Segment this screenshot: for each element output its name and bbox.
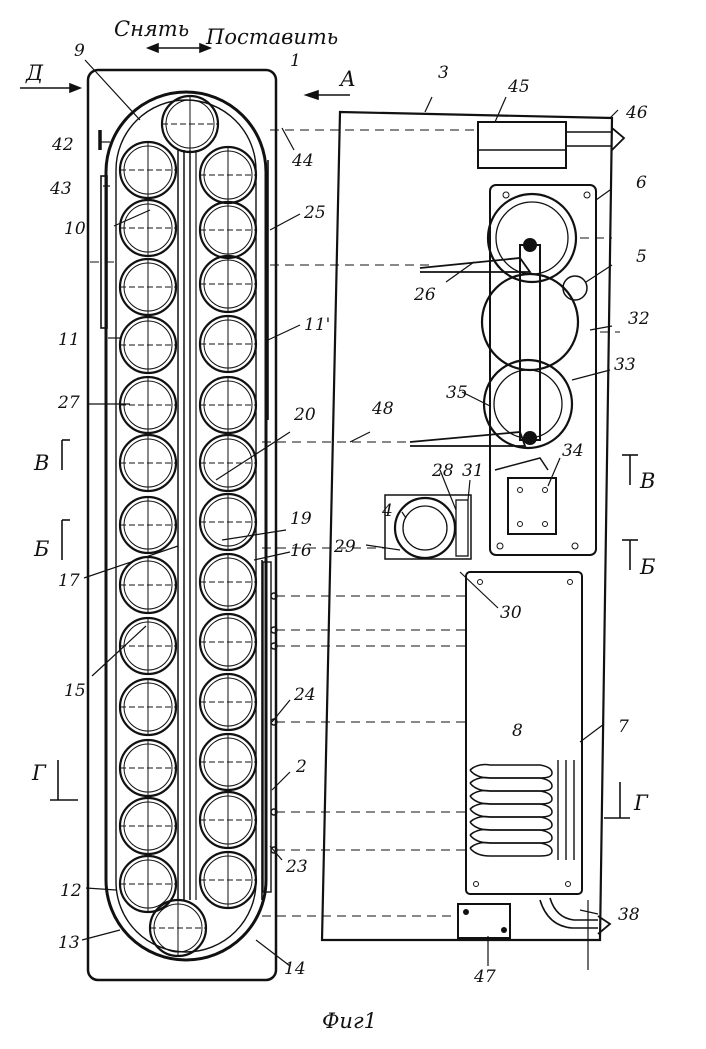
bottle-circle [120,200,176,256]
bottle-circle [200,614,256,670]
label-29: 29 [333,537,356,557]
bottle-circle [200,852,256,908]
bottle-circle [162,96,218,152]
label-10: 10 [64,219,86,239]
bottle-circle [120,557,176,613]
label-13: 13 [58,933,80,953]
label-43: 43 [49,179,72,199]
header-put: Поставить [205,25,338,49]
bottle-circle [200,734,256,790]
bottle-circle [120,679,176,735]
bottle-circle [200,377,256,433]
mechanism-panel [322,112,624,970]
spring-coil [470,791,552,804]
bottle-circle [200,554,256,610]
label-16: 16 [290,541,312,561]
label-27: 27 [57,393,80,413]
bottle-circle [120,497,176,553]
label-34: 34 [562,441,584,461]
label-24: 24 [293,685,316,705]
bottle-circle [200,256,256,312]
header-remove: Снять [114,17,189,41]
bottle-circle [120,377,176,433]
bottle-circle [120,618,176,674]
section-v-right: В [639,469,655,493]
bottle-circle [200,435,256,491]
label-47: 47 [473,967,496,987]
label-48: 48 [371,399,394,419]
label-15: 15 [64,681,86,701]
label-1: 1 [290,51,301,71]
bottle-circle [200,494,256,550]
label-12: 12 [60,881,82,901]
bottle-circle [120,798,176,854]
bottle-circle [200,792,256,848]
figure-caption: Фиг1 [322,1009,377,1033]
label-42: 42 [51,135,74,155]
label-25: 25 [303,203,326,223]
label-46: 46 [625,103,648,123]
label-35: 35 [446,383,468,403]
section-b-left: Б [33,537,49,561]
bottle-circle [120,856,176,912]
spring-coil [470,843,552,856]
label-2: 2 [295,757,307,777]
label-11p: 11' [304,315,330,335]
section-g-left: Г [31,761,47,785]
label-14: 14 [284,959,306,979]
spring-coil [470,804,552,817]
bottle-circle [200,316,256,372]
bottle-circle [120,740,176,796]
bottle-circle [150,900,206,956]
spring-coil [470,765,552,778]
spring-coil [470,817,552,830]
side-studs [271,593,277,853]
label-19: 19 [290,509,312,529]
label-7: 7 [618,717,629,737]
section-v-left: В [33,451,49,475]
label-6: 6 [636,173,647,193]
label-8: 8 [512,721,523,741]
label-28: 28 [431,461,454,481]
section-d: Д [25,61,44,85]
bottle-circles [120,96,256,956]
bottle-circle [200,147,256,203]
magazine-frame [88,70,276,980]
bottle-circle [120,259,176,315]
bottle-circle [120,142,176,198]
label-3: 3 [438,63,449,83]
label-38: 38 [618,905,640,925]
label-26: 26 [413,285,436,305]
label-30: 30 [500,603,522,623]
spring-coil [470,778,552,791]
bottle-circle [120,435,176,491]
spring-coil [470,830,552,843]
label-20: 20 [293,405,316,425]
label-5: 5 [636,247,647,267]
section-g-right: Г [633,791,649,815]
label-17: 17 [58,571,80,591]
label-44: 44 [291,151,314,171]
label-9: 9 [74,41,85,61]
label-4: 4 [381,501,393,521]
section-marks [20,44,638,818]
bottle-circle [200,202,256,258]
label-23: 23 [285,857,308,877]
section-b-right: Б [639,555,655,579]
label-11: 11 [58,330,80,350]
section-a: А [338,67,356,91]
label-45: 45 [507,77,530,97]
bottle-circle [200,674,256,730]
label-31: 31 [462,461,484,481]
label-33: 33 [614,355,636,375]
label-32: 32 [628,309,650,329]
bottle-circle [120,317,176,373]
